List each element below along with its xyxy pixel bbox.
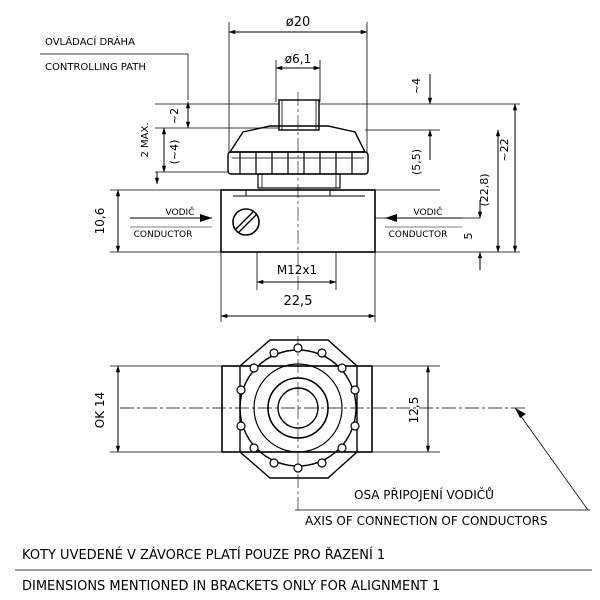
plan-view: OK 14 12,5 xyxy=(93,339,589,511)
dim-width-225: 22,5 xyxy=(284,294,313,309)
dim-d20: ø20 xyxy=(286,15,311,30)
dim-ok14: OK 14 xyxy=(93,392,107,428)
conductor-cz-right: VODIČ xyxy=(414,206,443,218)
controlling-path-cz: OVLÁDACÍ DRÁHA xyxy=(45,35,135,48)
dim-paren4: (~4) xyxy=(168,140,181,165)
plan-body xyxy=(221,365,373,453)
dim-5: 5 xyxy=(462,233,475,240)
collar xyxy=(257,173,341,189)
dim-approx22: ~22 xyxy=(498,138,511,161)
conductor-cz-left: VODIČ xyxy=(166,206,195,218)
controlling-path-en: CONTROLLING PATH xyxy=(45,62,146,73)
axis-label-cz: OSA PŘIPOJENÍ VODIČŮ xyxy=(354,487,494,502)
hex-nut xyxy=(239,339,358,479)
note-cz: KOTY UVEDENÉ V ZÁVORCE PLATÍ POUZE PRO Ř… xyxy=(22,547,385,563)
note-en: DIMENSIONS MENTIONED IN BRACKETS ONLY FO… xyxy=(22,579,440,594)
dim-55: (5,5) xyxy=(410,149,423,175)
dim-approx4: ~4 xyxy=(410,78,423,94)
conductor-en-right: CONDUCTOR xyxy=(389,230,448,240)
dim-d61: ø6,1 xyxy=(285,52,311,66)
dim-thread: M12x1 xyxy=(277,263,317,277)
plunger xyxy=(278,99,320,131)
dim-106: 10,6 xyxy=(93,208,107,235)
dim-approx2: ~2 xyxy=(168,108,181,124)
screw xyxy=(232,208,260,236)
side-view: ø20 ø6,1 xyxy=(40,15,520,510)
conductor-en-left: CONDUCTOR xyxy=(134,230,193,240)
dim-max2: 2 MAX. xyxy=(140,122,151,157)
dim-228: (22,8) xyxy=(478,173,491,206)
dim-125: 12,5 xyxy=(407,397,421,424)
axis-label-en: AXIS OF CONNECTION OF CONDUCTORS xyxy=(305,514,548,528)
